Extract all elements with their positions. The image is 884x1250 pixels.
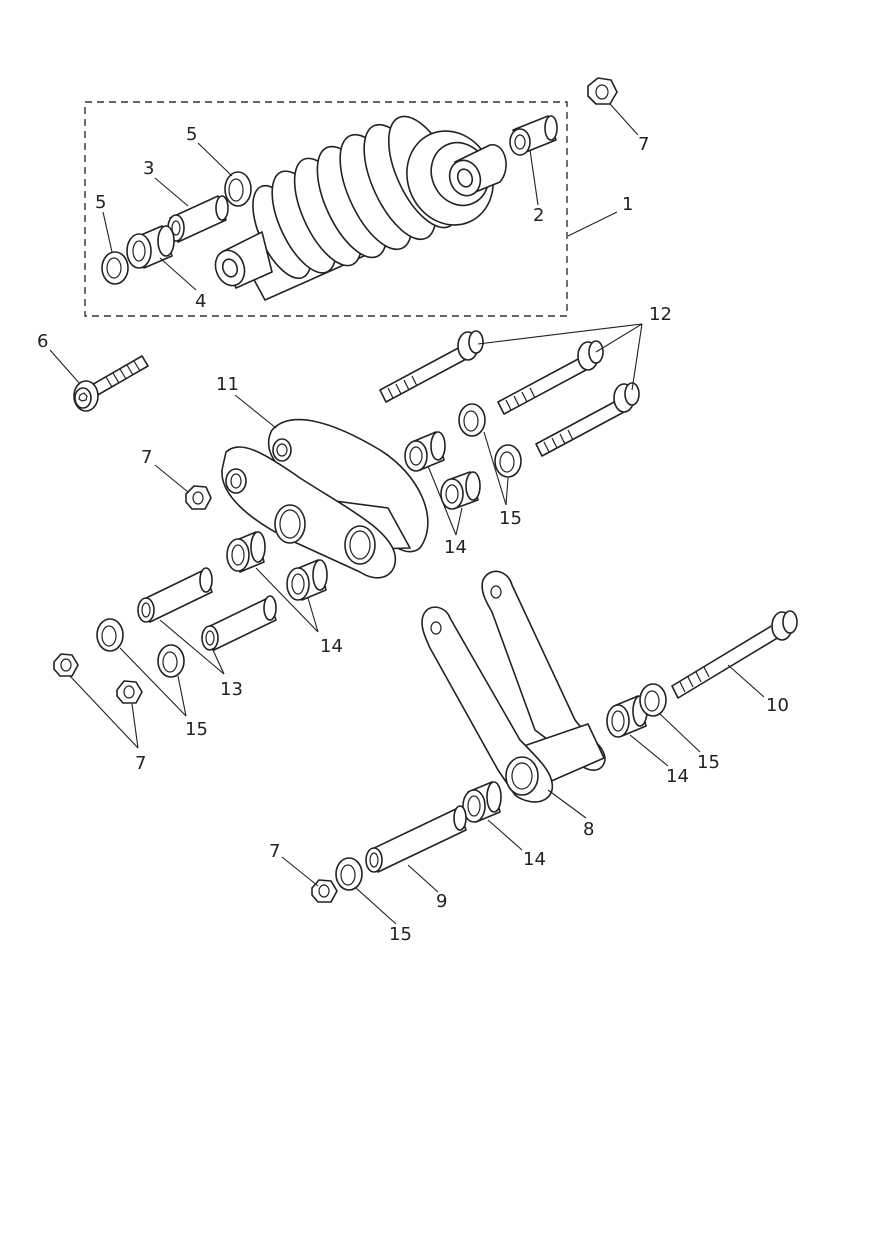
part-15-washer-bottom bbox=[335, 857, 363, 891]
callout-1: 1 bbox=[622, 194, 633, 215]
callout-15-bottom: 15 bbox=[389, 924, 412, 945]
callout-5-a: 5 bbox=[186, 124, 197, 145]
shock-kit-outline bbox=[84, 101, 568, 317]
callout-6: 6 bbox=[37, 331, 48, 352]
part-6-flange-bolt bbox=[73, 355, 149, 412]
callout-14-upper: 14 bbox=[444, 537, 467, 558]
part-14-bush-upper-a bbox=[404, 431, 446, 472]
part-15-washer-upper-a bbox=[458, 403, 486, 437]
part-5-washer-b bbox=[101, 251, 129, 285]
part-11-rocker-arm bbox=[221, 418, 429, 579]
part-7-nut-left-a bbox=[53, 653, 79, 677]
callout-12: 12 bbox=[649, 304, 672, 325]
part-12-bolt-b bbox=[497, 340, 604, 415]
part-10-long-bolt bbox=[671, 610, 798, 699]
callout-9: 9 bbox=[436, 891, 447, 912]
callout-7-left: 7 bbox=[135, 753, 146, 774]
part-2-spacer bbox=[509, 115, 558, 156]
part-15-washer-left-a bbox=[96, 618, 124, 652]
callout-14-lower: 14 bbox=[523, 849, 546, 870]
part-7-nut-rocker bbox=[185, 485, 212, 510]
callout-7-bottom: 7 bbox=[269, 841, 280, 862]
part-15-washer-left-b bbox=[157, 644, 185, 678]
part-13-sleeve-b bbox=[201, 595, 277, 651]
part-7-nut-bottom bbox=[311, 879, 338, 903]
part-7-nut-top bbox=[587, 77, 618, 105]
part-14-bush-lower bbox=[462, 781, 502, 823]
part-5-washer-a bbox=[224, 171, 252, 207]
shock-absorber bbox=[214, 115, 507, 301]
callout-15-right: 15 bbox=[697, 752, 720, 773]
part-15-washer-upper-b bbox=[494, 444, 522, 478]
callout-15-upper: 15 bbox=[499, 508, 522, 529]
callout-13: 13 bbox=[220, 679, 243, 700]
part-15-washer-right bbox=[639, 683, 667, 717]
callout-14-mid: 14 bbox=[320, 636, 343, 657]
part-13-sleeve-a bbox=[137, 567, 213, 623]
callout-labels: 1 2 3 4 5 5 6 7 7 7 7 7 8 9 10 11 12 13 … bbox=[37, 124, 789, 945]
part-12-bolt-c bbox=[535, 382, 640, 457]
part-14-bush-mid-a bbox=[226, 531, 266, 573]
callout-7-top: 7 bbox=[638, 134, 649, 155]
callout-15-left: 15 bbox=[185, 719, 208, 740]
callout-8: 8 bbox=[583, 819, 594, 840]
callout-3: 3 bbox=[143, 158, 154, 179]
callout-10: 10 bbox=[766, 695, 789, 716]
part-14-bush-mid-b bbox=[286, 559, 328, 601]
part-7-nut-left-b bbox=[116, 680, 143, 704]
part-9-sleeve bbox=[365, 805, 467, 873]
part-3-sleeve bbox=[167, 195, 229, 243]
callout-5-b: 5 bbox=[95, 192, 106, 213]
part-4-bush bbox=[126, 225, 175, 269]
part-12-bolt-a bbox=[379, 330, 484, 403]
callout-2: 2 bbox=[533, 205, 544, 226]
callout-11: 11 bbox=[216, 374, 239, 395]
part-14-bush-upper-b bbox=[440, 471, 481, 510]
leader-lines bbox=[49, 103, 765, 925]
callout-7-rocker: 7 bbox=[141, 447, 152, 468]
callout-14-right: 14 bbox=[666, 766, 689, 787]
part-8-link-plates bbox=[421, 570, 606, 803]
callout-4: 4 bbox=[195, 291, 206, 312]
